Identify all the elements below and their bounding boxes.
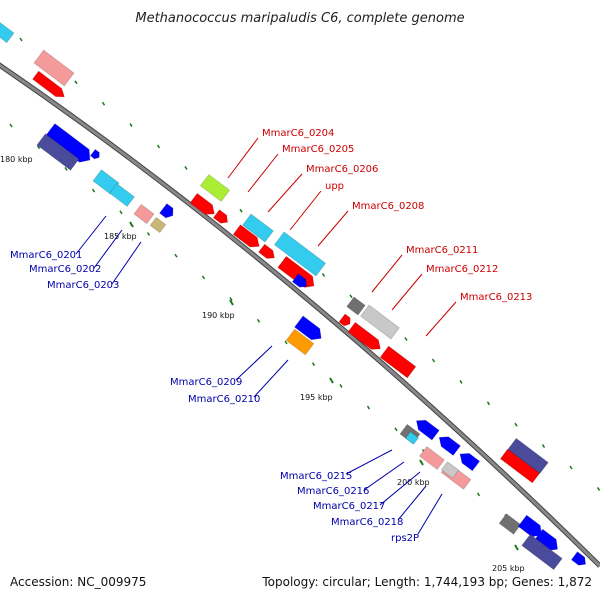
gene-feature: [440, 461, 460, 479]
gene-label-leader: [397, 485, 427, 521]
scale-tick-label: 185 kbp: [104, 232, 137, 241]
scale-tick-label: 205 kbp: [492, 564, 525, 573]
gene-label: MmarC6_0205: [282, 144, 354, 155]
gene-feature: [346, 296, 366, 316]
gene-feature: [159, 203, 174, 219]
scale-tick-mark: [229, 299, 234, 306]
gene-feature: [459, 452, 481, 472]
gene-feature: [33, 49, 75, 87]
gene-feature: [32, 70, 65, 98]
gene-feature: [419, 446, 445, 470]
scale-tick-mark: [129, 221, 134, 228]
gene-label: MmarC6_0213: [460, 292, 532, 303]
gene-label-leader: [363, 461, 405, 491]
gene-label-leader: [75, 215, 107, 255]
gene-feature: [405, 431, 419, 445]
gene-feature: [285, 328, 315, 356]
gene-label-leader: [391, 273, 423, 311]
gene-feature: [294, 315, 322, 341]
map-title: Methanococcus maripaludis C6, complete g…: [135, 11, 464, 26]
gene-label-leader: [379, 471, 421, 506]
gene-label: upp: [325, 181, 344, 192]
gene-label: MmarC6_0209: [170, 377, 242, 388]
gene-label-leader: [425, 301, 457, 337]
genome-summary-text: Topology: circular; Length: 1,744,193 bp…: [261, 575, 592, 589]
gene-feature: [189, 192, 215, 215]
scale-tick-label: 190 kbp: [202, 311, 235, 320]
gene-feature: [212, 209, 229, 224]
gene-feature: [109, 183, 135, 207]
gene-label: MmarC6_0217: [313, 501, 385, 512]
gene-label-leader: [317, 210, 349, 247]
gene-feature: [338, 313, 351, 327]
scale-tick-mark: [329, 377, 334, 384]
gene-feature: [92, 169, 120, 195]
gene-feature: [438, 436, 461, 456]
gene-feature: [415, 419, 440, 441]
gene-label-leader: [247, 153, 279, 193]
gene-label-leader: [289, 190, 322, 231]
gene-label-leader: [253, 359, 289, 398]
scale-tick-label: 180 kbp: [0, 155, 33, 164]
gene-feature: [242, 213, 274, 243]
gene-feature: [133, 203, 155, 225]
gene-label: MmarC6_0206: [306, 164, 378, 175]
gene-label: MmarC6_0202: [29, 264, 101, 275]
gene-label-leader: [345, 449, 393, 475]
gene-feature: [36, 133, 80, 171]
scale-tick-mark: [514, 544, 519, 551]
gene-feature: [517, 514, 543, 538]
gene-label: MmarC6_0204: [262, 128, 334, 139]
gene-label: MmarC6_0210: [188, 394, 260, 405]
gene-label-leader: [227, 137, 259, 179]
gene-label: MmarC6_0218: [331, 517, 403, 528]
gene-feature: [347, 321, 381, 350]
gene-feature: [360, 304, 400, 340]
gene-label-leader: [417, 493, 443, 535]
scale-ticks: 180 kbp 185 kbp 190 kbp 195 kbp 200 kbp 205 k…: [0, 152, 525, 573]
gene-feature: [291, 273, 308, 288]
gene-label: MmarC6_0201: [10, 250, 82, 261]
gene-feature: [199, 174, 231, 202]
gene-feature: [89, 148, 100, 160]
gene-label-leader: [267, 173, 303, 213]
gene-label: MmarC6_0211: [406, 245, 478, 256]
gene-label: MmarC6_0208: [352, 201, 424, 212]
gene-label-leader: [371, 254, 403, 293]
gene-label: MmarC6_0212: [426, 264, 498, 275]
gene-label: MmarC6_0216: [297, 486, 369, 497]
gene-feature: [149, 216, 167, 234]
gene-label: MmarC6_0215: [280, 471, 352, 482]
gene-labels: MmarC6_0204MmarC6_0205MmarC6_0206uppMmar…: [10, 128, 532, 544]
gene-feature: [499, 448, 541, 484]
gene-feature: [0, 16, 15, 44]
scale-tick-mark: [419, 459, 424, 466]
gene-feature: [570, 551, 587, 566]
scale-tick-label: 200 kbp: [397, 478, 430, 487]
gene-label-leader: [93, 229, 123, 269]
gene-features: [0, 16, 587, 571]
gene-feature: [521, 533, 563, 571]
gene-label-leader: [111, 241, 142, 285]
accession-text: Accession: NC_009975: [10, 575, 146, 589]
genome-backbone: [0, 62, 600, 568]
gene-feature: [507, 437, 549, 475]
gene-feature: [232, 224, 260, 248]
gene-label: MmarC6_0203: [47, 280, 119, 291]
gene-feature: [379, 345, 417, 379]
gene-feature: [44, 123, 91, 163]
gene-feature: [273, 231, 327, 277]
gene-label-leader: [235, 345, 273, 381]
gene-feature: [498, 513, 522, 535]
gene-feature: [258, 243, 275, 259]
scale-tick-label: 195 kbp: [300, 393, 333, 402]
gene-label: rps2P: [391, 533, 419, 544]
